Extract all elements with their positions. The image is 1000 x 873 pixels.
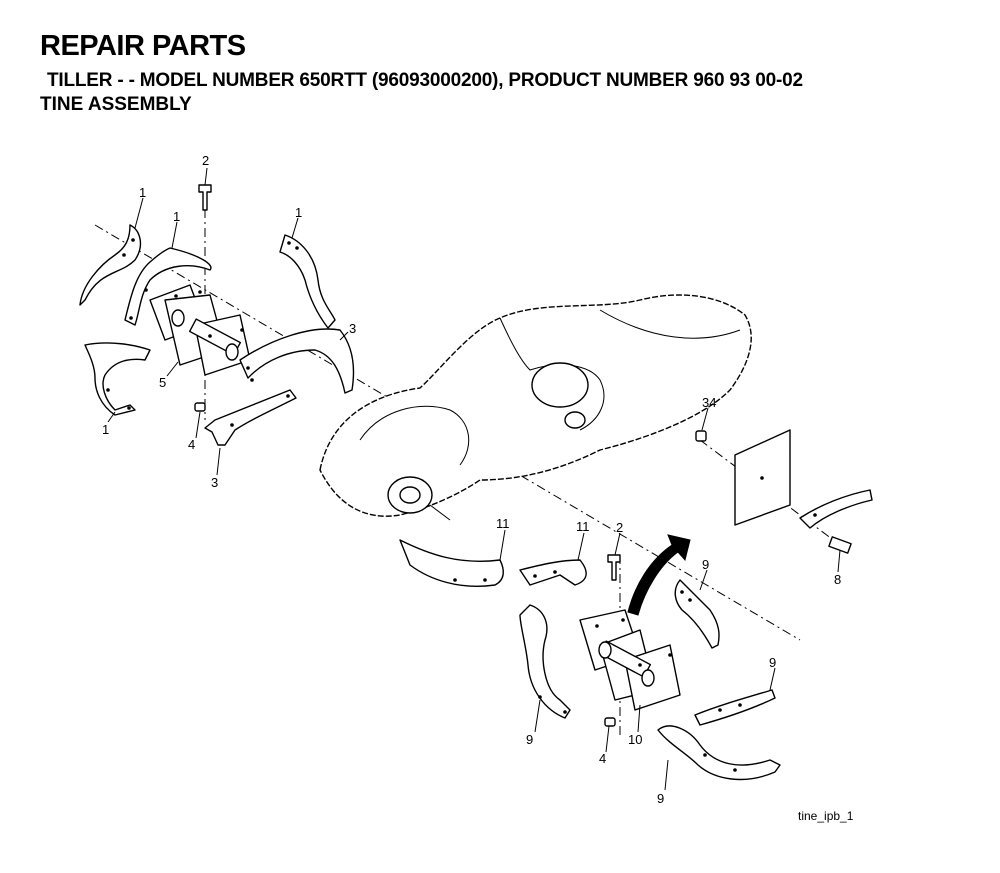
tine-side xyxy=(799,489,873,529)
bolt-right xyxy=(607,554,621,581)
tine-left-1c xyxy=(279,234,336,329)
callout-3: 3 xyxy=(211,475,218,490)
callout-1: 1 xyxy=(139,185,146,200)
tine-left-3b xyxy=(204,389,297,446)
tine-right-11b xyxy=(519,559,587,586)
bolt-left xyxy=(198,184,212,211)
tine-left-3a xyxy=(239,328,355,394)
nut-34 xyxy=(695,430,707,442)
axle-centerline xyxy=(94,224,801,641)
section-title: TINE ASSEMBLY xyxy=(40,94,192,115)
callout-8: 8 xyxy=(834,572,841,587)
callout-1: 1 xyxy=(173,209,180,224)
callout-9: 9 xyxy=(769,655,776,670)
tine-left-1d xyxy=(84,342,151,416)
callout-3: 3 xyxy=(349,321,356,336)
figure-id: tine_ipb_1 xyxy=(798,809,854,823)
callout-11: 11 xyxy=(576,519,590,534)
bolt-8 xyxy=(828,536,852,554)
nut-right xyxy=(604,717,616,727)
callout-1: 1 xyxy=(102,422,109,437)
tine-right-9d xyxy=(657,725,781,781)
callout-9: 9 xyxy=(657,791,664,806)
callout-9: 9 xyxy=(526,732,533,747)
tine-right-11a xyxy=(399,539,504,587)
nut-left xyxy=(194,402,206,412)
callout-2: 2 xyxy=(616,520,623,535)
callout-5: 5 xyxy=(159,375,166,390)
tine-right-9a xyxy=(519,604,571,719)
callout-10: 10 xyxy=(628,732,642,747)
callout-4: 4 xyxy=(188,437,195,452)
page-subtitle: TILLER - - MODEL NUMBER 650RTT (96093000… xyxy=(47,70,803,91)
tine-left-1b xyxy=(124,247,212,326)
tiller-body xyxy=(319,294,752,521)
callout-1: 1 xyxy=(295,205,302,220)
callout-9: 9 xyxy=(702,557,709,572)
left-hub-assembly xyxy=(149,284,251,376)
tine-left-1a xyxy=(79,224,142,306)
callout-4: 4 xyxy=(599,751,606,766)
rotation-direction-arrow xyxy=(627,534,691,616)
callout-11: 11 xyxy=(496,516,510,531)
leader-lines xyxy=(107,167,841,791)
callout-34: 34 xyxy=(702,395,716,410)
page-title: REPAIR PARTS xyxy=(40,30,246,62)
tine-right-9b xyxy=(674,579,720,649)
callout-2: 2 xyxy=(202,153,209,168)
tine-right-9c xyxy=(694,689,776,726)
right-hub-assembly xyxy=(579,609,681,711)
